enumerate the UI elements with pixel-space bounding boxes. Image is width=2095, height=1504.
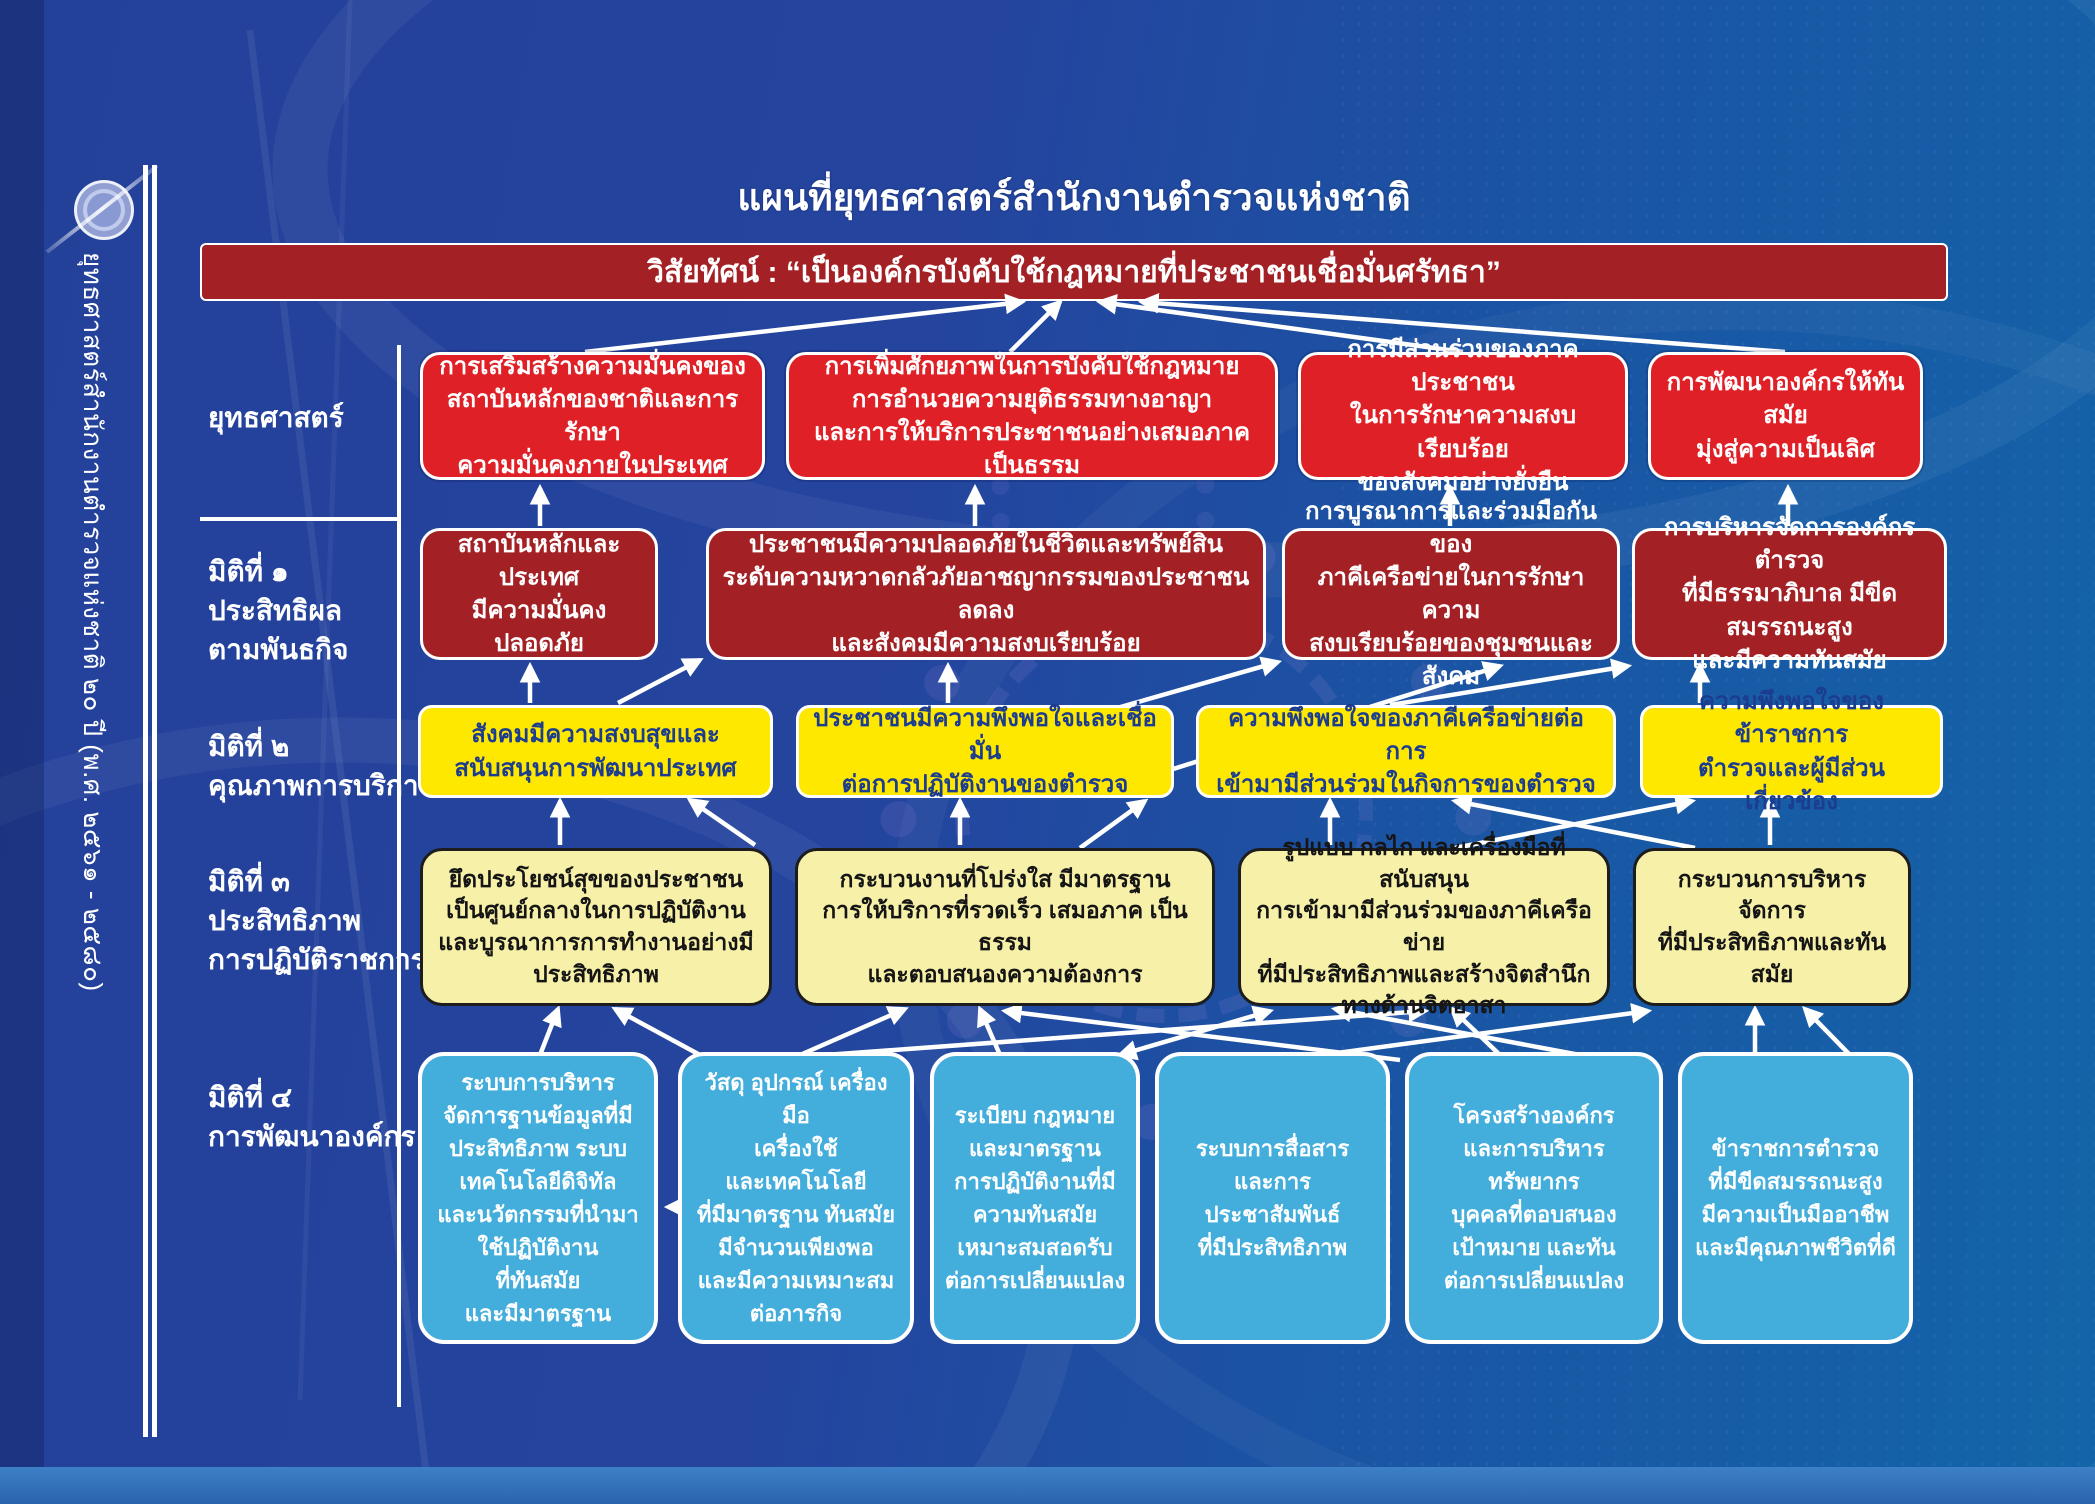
strategy-box-1: การเสริมสร้างความมั่นคงของ สถาบันหลักของ…	[420, 352, 765, 480]
sidebar-vertical-caption: ยุทธศาสตร์สำนักงานตำรวจแห่งชาติ ๒๐ ปี (พ…	[78, 252, 108, 992]
service-quality-box-1: สังคมมีความสงบสุขและ สนับสนุนการพัฒนาประ…	[418, 705, 773, 798]
service-quality-box-4: ความพึงพอใจของข้าราชการ ตำรวจและผู้มีส่ว…	[1640, 688, 1943, 815]
service-quality-box-3: ความพึงพอใจของภาคีเครือข่ายต่อการ เข้ามา…	[1196, 705, 1616, 798]
row-label-dimension-1: มิติที่ ๑ ประสิทธิผล ตามพันธกิจ	[208, 556, 349, 666]
page-title: แผนที่ยุทธศาสตร์สำนักงานตำรวจแห่งชาติ	[737, 177, 1411, 218]
left-edge-shade	[0, 0, 44, 1504]
sidebar-divider-line	[143, 165, 148, 1437]
sidebar-divider-line-2	[152, 165, 157, 1437]
row-label-dimension-2: มิติที่ ๒ คุณภาพการบริการ	[208, 731, 434, 802]
development-box-3: ระเบียบ กฎหมาย และมาตรฐาน การปฏิบัติงานท…	[930, 1052, 1140, 1344]
efficiency-box-2: กระบวนงานที่โปร่งใส มีมาตรฐาน การให้บริก…	[795, 848, 1215, 1006]
development-box-6: ข้าราชการตำรวจ ที่มีขีดสมรรถนะสูง มีความ…	[1678, 1052, 1913, 1344]
effectiveness-box-2: ประชาชนมีความปลอดภัยในชีวิตและทรัพย์สิน …	[706, 528, 1266, 660]
bottom-accent-band	[0, 1467, 2095, 1504]
efficiency-box-1: ยึดประโยชน์สุขของประชาชน เป็นศูนย์กลางใน…	[420, 848, 772, 1006]
row-label-dimension-4: มิติที่ ๔ การพัฒนาองค์กร	[208, 1082, 416, 1153]
effectiveness-box-1: สถาบันหลักและประเทศ มีความมั่นคงปลอดภัย	[420, 528, 658, 660]
efficiency-box-3: รูปแบบ กลไก และเครื่องมือที่สนับสนุน การ…	[1238, 834, 1610, 1018]
police-seal-icon	[74, 180, 134, 240]
strategy-box-3: การมีส่วนร่วมของภาคประชาชน ในการรักษาควา…	[1298, 336, 1628, 496]
label-column-separator	[397, 345, 401, 1407]
efficiency-box-4: กระบวนการบริหารจัดการ ที่มีประสิทธิภาพแล…	[1633, 848, 1911, 1006]
strategy-box-2: การเพิ่มศักยภาพในการบังคับใช้กฎหมาย การอ…	[786, 352, 1278, 480]
vision-text: วิสัยทัศน์ : “เป็นองค์กรบังคับใช้กฎหมายท…	[647, 255, 1501, 289]
development-box-4: ระบบการสื่อสาร และการประชาสัมพันธ์ ที่มี…	[1155, 1052, 1390, 1344]
development-box-5: โครงสร้างองค์กร และการบริหารทรัพยากร บุค…	[1405, 1052, 1663, 1344]
vision-banner: วิสัยทัศน์ : “เป็นองค์กรบังคับใช้กฎหมายท…	[200, 243, 1948, 301]
effectiveness-box-4: การบริหารจัดการองค์กรตำรวจ ที่มีธรรมาภิบ…	[1632, 514, 1947, 674]
strategy-box-4: การพัฒนาองค์กรให้ทันสมัย มุ่งสู่ความเป็น…	[1648, 352, 1923, 480]
row-label-strategy: ยุทธศาสตร์	[208, 402, 344, 433]
row-label-dimension-3: มิติที่ ๓ ประสิทธิภาพ การปฏิบัติราชการ	[208, 866, 426, 976]
service-quality-box-2: ประชาชนมีความพึงพอใจและเชื่อมั่น ต่อการป…	[796, 705, 1174, 798]
effectiveness-box-3: การบูรณาการและร่วมมือกันของ ภาคีเครือข่า…	[1282, 498, 1620, 690]
development-box-2: วัสดุ อุปกรณ์ เครื่องมือ เครื่องใช้ และเ…	[678, 1052, 914, 1344]
development-box-1: ระบบการบริหาร จัดการฐานข้อมูลที่มี ประสิ…	[418, 1052, 658, 1344]
strategy-row-divider	[200, 517, 401, 521]
